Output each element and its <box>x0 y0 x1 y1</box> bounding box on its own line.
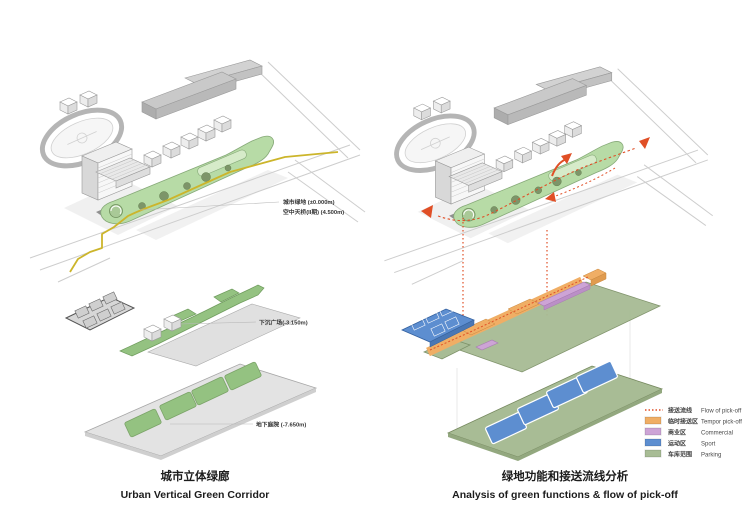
commercial-block <box>475 339 499 351</box>
plate-edge <box>448 433 518 461</box>
legend-zh: 商业区 <box>668 429 686 437</box>
legend-zh: 接送流线 <box>667 407 692 415</box>
corridor-bump-2 <box>213 288 240 303</box>
label-urban-green: 城市绿地 (±0.000m) <box>283 198 335 206</box>
flow-arrowhead <box>639 137 650 149</box>
right-bottom-parking-plate <box>446 360 664 461</box>
label-sky-bridge: 空中天桥(II期) (4.500m) <box>283 208 344 216</box>
right-title-zh: 绿地功能和接送流线分析 <box>502 469 629 483</box>
left-title-zh: 城市立体绿廊 <box>161 469 230 483</box>
label-sunken-plaza: 下沉广场(-3.150m) <box>259 319 308 327</box>
right-top-axonometric <box>384 67 712 285</box>
right-title-en: Analysis of green functions & flow of pi… <box>452 489 678 501</box>
legend-swatch-sport <box>644 438 662 447</box>
legend-en: Sport <box>701 442 716 448</box>
flow-arrowhead <box>421 205 433 218</box>
tempor-pickoff-block-front <box>590 272 607 287</box>
label-underground-courtyard: 地下庭院 (-7.650m) <box>256 421 306 429</box>
tempor-pickoff-strip <box>426 276 584 357</box>
legend-swatch-tempor <box>644 416 662 425</box>
legend-en: Parking <box>701 453 721 459</box>
plaza-gray-plate <box>147 303 301 367</box>
legend-en: Commercial <box>701 431 733 437</box>
left-title-en: Urban Vertical Green Corridor <box>121 489 270 501</box>
plate-edge <box>518 389 662 461</box>
legend-en: Flow of pick-off <box>701 409 742 415</box>
legend-zh: 车库范围 <box>668 451 692 459</box>
legend: 接送流线 Flow of pick-off 临时接送区 Tempor pick-… <box>644 407 742 459</box>
left-middle-sunken-plaza: 下沉广场(-3.150m) <box>64 284 308 367</box>
sport-courts-wing <box>401 303 475 348</box>
tempor-pickoff-bay <box>507 298 540 315</box>
right-middle-functional-plan <box>401 268 662 430</box>
commercial-bar-front <box>543 284 591 311</box>
left-panel: 城市绿地 (±0.000m) 空中天桥(II期) (4.500m) <box>30 60 365 501</box>
flow-on-plan <box>429 276 589 351</box>
plate-edge <box>85 432 161 460</box>
legend-swatch-commercial <box>644 427 662 436</box>
sports-courts-block <box>64 291 136 331</box>
legend-swatch-parking <box>644 449 662 458</box>
legend-zh: 临时接送区 <box>668 418 698 426</box>
dropoff-arrow <box>561 153 572 164</box>
left-top-axonometric <box>30 60 365 282</box>
right-panel: 接送流线 Flow of pick-off 临时接送区 Tempor pick-… <box>384 67 742 501</box>
legend-en: Tempor pick-off <box>701 420 742 426</box>
leader-line <box>139 201 280 211</box>
flow-arrowhead <box>545 192 556 202</box>
flow-of-pickoff-lines <box>421 137 650 334</box>
legend-zh: 运动区 <box>668 440 686 448</box>
leader-line <box>179 321 257 325</box>
left-bottom-underground: 地下庭院 (-7.650m) <box>83 361 318 460</box>
